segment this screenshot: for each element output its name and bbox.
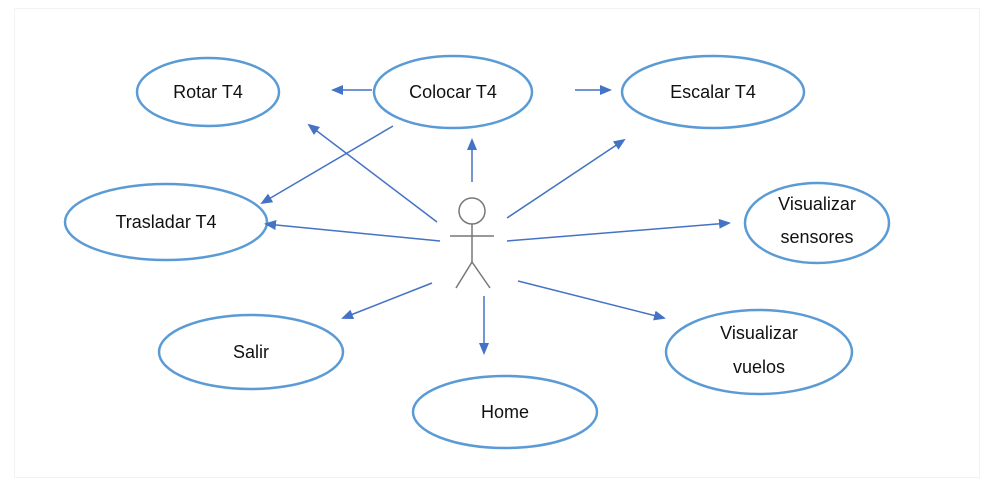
use-case-escalar-label: Escalar T4	[670, 82, 756, 102]
use-case-visualizar-sensores-label-2: sensores	[780, 227, 853, 247]
arrow-actor-to-rotar	[307, 123, 438, 223]
actor-stick-figure	[450, 197, 494, 289]
use-case-rotar: Rotar T4	[135, 56, 281, 128]
use-case-visualizar-vuelos-label-1: Visualizar	[720, 323, 798, 343]
use-case-visualizar-sensores: Visualizar sensores	[743, 181, 891, 265]
arrow-actor-to-visualizar-sensores	[506, 218, 731, 242]
use-case-rotar-label: Rotar T4	[173, 82, 243, 102]
use-case-trasladar-label: Trasladar T4	[115, 212, 216, 232]
use-case-trasladar: Trasladar T4	[63, 182, 269, 262]
actor-right-leg	[471, 261, 491, 289]
use-case-colocar: Colocar T4	[372, 54, 534, 130]
arrow-actor-to-escalar	[506, 138, 626, 219]
use-case-home: Home	[411, 374, 599, 450]
use-case-colocar-label: Colocar T4	[409, 82, 497, 102]
arrow-actor-to-salir	[341, 282, 433, 319]
use-case-escalar: Escalar T4	[620, 54, 806, 130]
use-case-visualizar-vuelos-label-2: vuelos	[733, 357, 785, 377]
arrow-actor-to-visualizar-vuelos	[517, 280, 666, 321]
actor-left-leg	[455, 261, 473, 289]
use-case-salir-label: Salir	[233, 342, 269, 362]
use-case-salir: Salir	[157, 313, 345, 391]
use-case-home-label: Home	[481, 402, 529, 422]
arrow-colocar-to-trasladar	[260, 125, 394, 205]
use-case-visualizar-vuelos: Visualizar vuelos	[664, 308, 854, 396]
use-case-visualizar-sensores-label-1: Visualizar	[778, 194, 856, 214]
arrow-actor-to-trasladar	[264, 219, 441, 242]
actor-head	[458, 197, 486, 225]
